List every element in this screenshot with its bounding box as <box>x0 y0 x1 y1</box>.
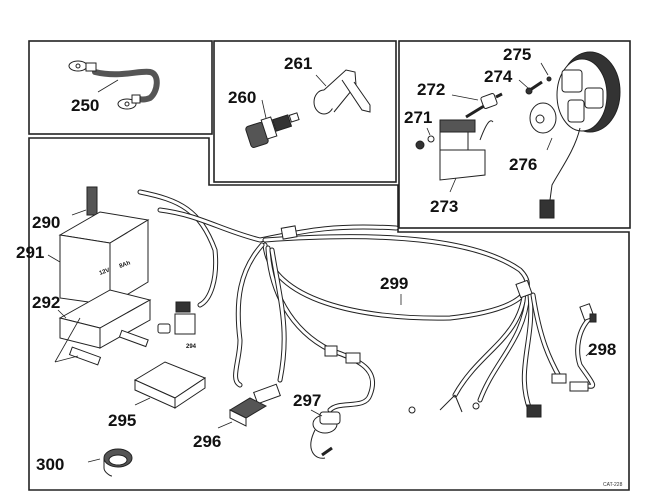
regulator-part <box>217 397 268 429</box>
ignition-switch-part <box>310 409 341 459</box>
spark-plug-part <box>245 99 300 148</box>
callout-294: 294 <box>186 344 197 350</box>
callout-296: 296 <box>193 432 221 451</box>
panel-spark-plug <box>213 40 397 183</box>
callout-272: 272 <box>417 80 445 99</box>
tape-roll-part <box>87 448 133 477</box>
catalog-code: CAT-228 <box>603 482 623 488</box>
cdi-unit-part <box>133 361 207 409</box>
battery-tray-part <box>54 289 152 366</box>
panel-ignition <box>398 40 631 229</box>
callout-261: 261 <box>284 54 312 73</box>
callout-276: 276 <box>509 155 537 174</box>
callout-274: 274 <box>484 67 513 86</box>
callout-273: 273 <box>430 197 458 216</box>
callout-275: 275 <box>503 45 531 64</box>
nut-washer-part <box>415 127 435 150</box>
callout-292: 292 <box>32 293 60 312</box>
callout-260: 260 <box>228 88 256 107</box>
wiring-harness-part <box>137 189 567 418</box>
battery-capacity: 8Ah <box>119 260 132 270</box>
ignition-spacer-part <box>451 92 503 119</box>
flywheel-stator-part <box>529 51 621 219</box>
battery-cable-part <box>68 60 160 110</box>
callout-300: 300 <box>36 455 64 474</box>
panel-frames <box>28 40 631 491</box>
callout-271: 271 <box>404 108 432 127</box>
panel-electrical-harness <box>28 137 630 491</box>
washer-small-part <box>540 62 552 82</box>
battery-voltage: 12V <box>99 268 111 277</box>
fuse-relay-part <box>157 301 196 335</box>
callout-299: 299 <box>380 274 408 293</box>
screw-part <box>518 79 543 95</box>
ignition-coil-part <box>439 119 494 193</box>
battery-part: 12V 8Ah <box>47 186 150 306</box>
callout-297: 297 <box>293 391 321 410</box>
callout-290: 290 <box>32 213 60 232</box>
callout-250: 250 <box>71 96 99 115</box>
sensor-lead-part <box>569 303 597 392</box>
callout-298: 298 <box>588 340 616 359</box>
callout-295: 295 <box>108 411 136 430</box>
callout-291: 291 <box>16 243 44 262</box>
spark-plug-cap-part <box>313 69 371 115</box>
panel-battery-cable <box>28 40 213 135</box>
